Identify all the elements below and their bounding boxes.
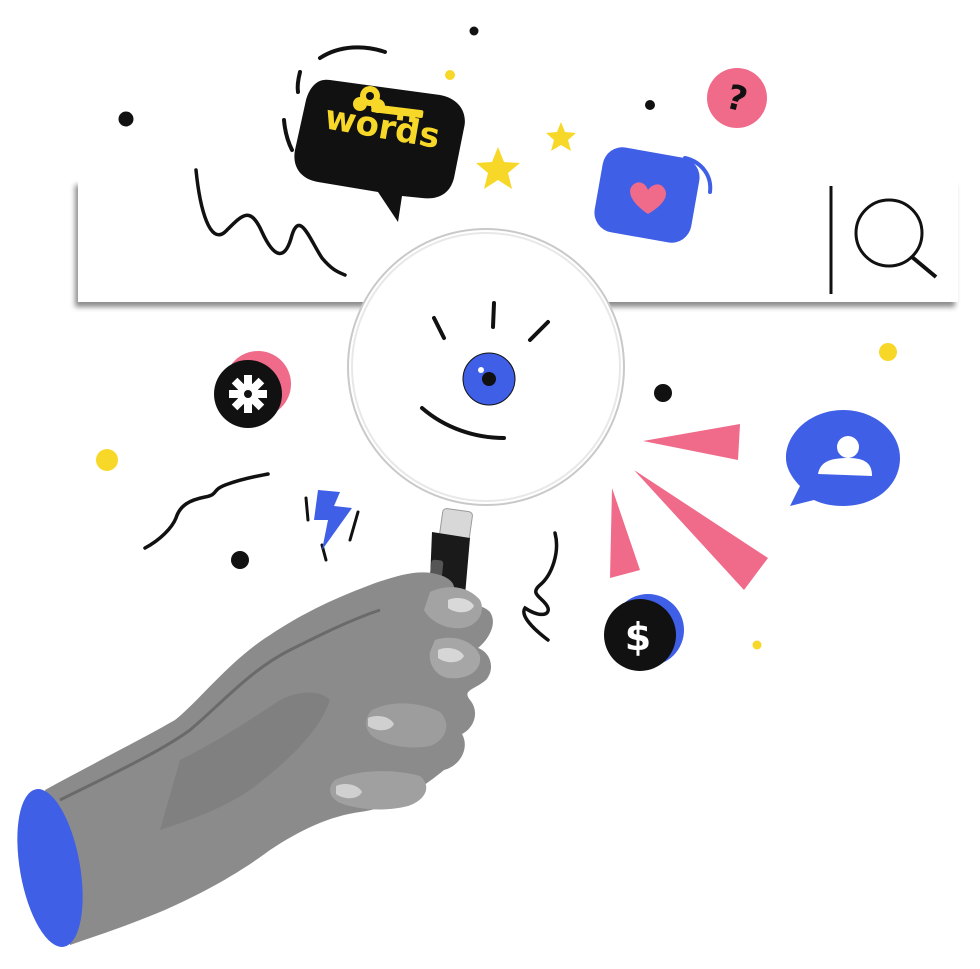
decorative-dots <box>96 26 897 650</box>
dollar-symbol: $ <box>625 615 651 659</box>
magnifying-glass-icon <box>347 228 625 630</box>
search-icon <box>854 198 938 279</box>
dollar-coin-icon: $ <box>604 594 684 671</box>
eye-icon <box>420 301 550 440</box>
speech-bubble-key-icon: words <box>282 45 465 222</box>
user-chat-icon <box>786 410 900 506</box>
squiggle-lines <box>143 168 559 642</box>
heart-message-icon <box>594 147 713 243</box>
question-bubble-icon: ? <box>707 68 767 128</box>
hand-icon <box>17 572 493 947</box>
pink-rays <box>610 424 768 590</box>
lightning-icon <box>304 490 360 562</box>
star-icon <box>476 122 576 189</box>
gear-icon <box>214 351 291 428</box>
